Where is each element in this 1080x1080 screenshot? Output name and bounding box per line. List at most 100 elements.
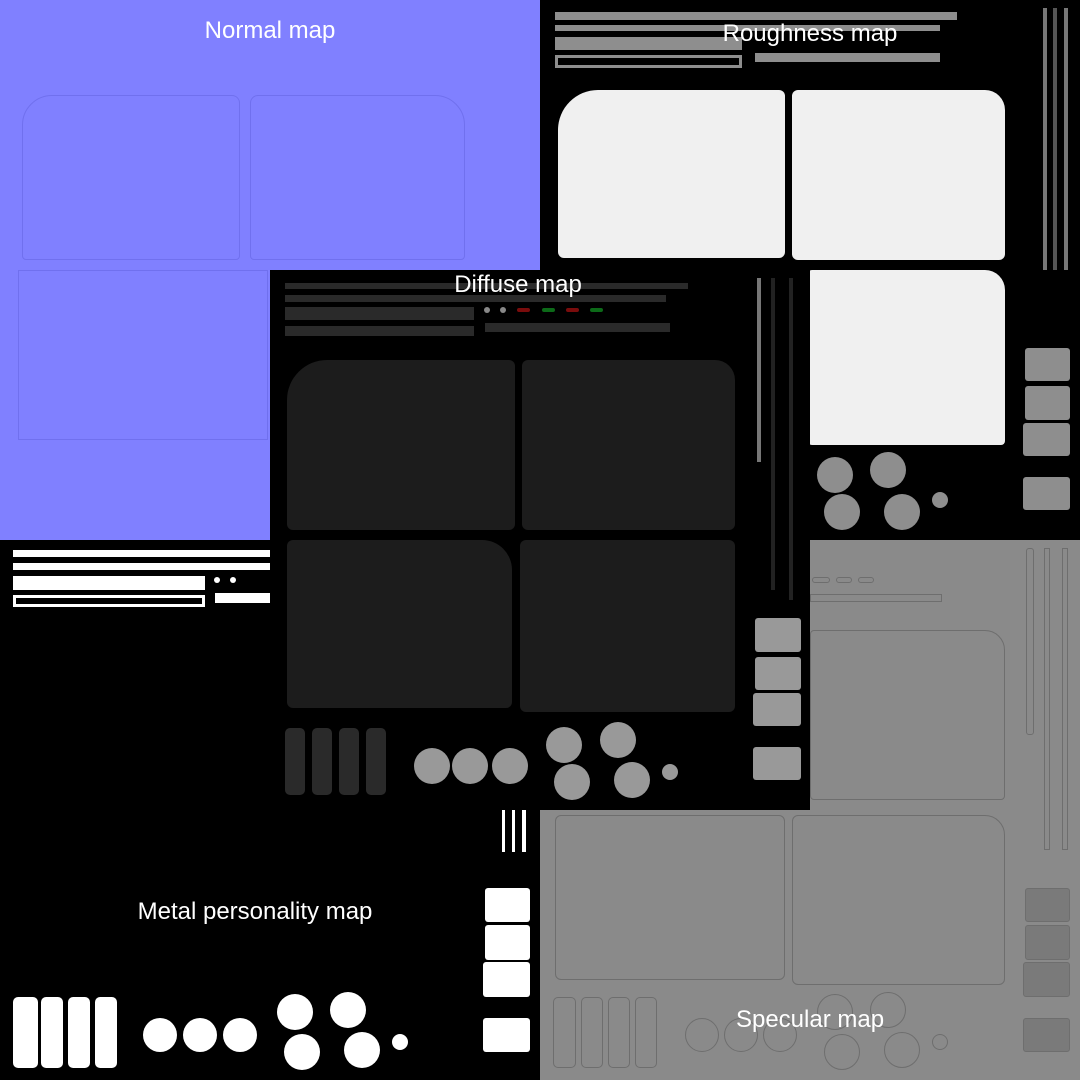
uv-circle xyxy=(183,1018,217,1052)
uv-dot xyxy=(500,307,506,313)
uv-circle xyxy=(884,494,920,530)
uv-circle xyxy=(870,992,906,1028)
uv-circle xyxy=(884,1032,920,1068)
uv-square xyxy=(483,1018,530,1052)
uv-square xyxy=(1025,386,1070,420)
uv-bar xyxy=(41,997,63,1068)
uv-panel xyxy=(18,270,268,440)
specular-map-label: Specular map xyxy=(735,1006,885,1033)
diffuse-map-tile xyxy=(270,270,810,810)
uv-line xyxy=(512,810,515,852)
red-indicator xyxy=(517,308,530,312)
uv-strip xyxy=(13,563,270,570)
uv-strip xyxy=(13,576,205,590)
uv-square xyxy=(1025,888,1070,922)
uv-circle xyxy=(870,452,906,488)
uv-bar xyxy=(13,997,38,1068)
roughness-map-tile xyxy=(540,0,1080,540)
uv-square xyxy=(755,657,801,690)
uv-strip xyxy=(755,53,940,62)
uv-slot xyxy=(858,577,874,583)
red-indicator xyxy=(566,308,579,312)
uv-square xyxy=(1023,477,1070,510)
uv-strip xyxy=(485,323,670,332)
uv-strip xyxy=(555,25,940,31)
uv-square xyxy=(1023,1018,1070,1052)
green-indicator xyxy=(590,308,603,312)
uv-square xyxy=(485,925,530,960)
uv-circle xyxy=(685,1018,719,1052)
uv-line xyxy=(1053,8,1057,270)
uv-bar xyxy=(339,728,359,795)
uv-circle xyxy=(662,764,678,780)
uv-circle xyxy=(600,722,636,758)
uv-strip xyxy=(555,12,957,20)
uv-line xyxy=(1026,548,1034,735)
uv-square xyxy=(753,747,801,780)
uv-circle xyxy=(763,1018,797,1052)
uv-square xyxy=(755,618,801,652)
uv-circle xyxy=(223,1018,257,1052)
uv-slot xyxy=(812,577,830,583)
uv-strip xyxy=(13,595,205,607)
uv-strip xyxy=(285,326,474,336)
uv-circle xyxy=(330,992,366,1028)
diffuse-map-label: Diffuse map xyxy=(454,271,582,298)
uv-strip xyxy=(285,295,666,302)
uv-line xyxy=(1064,8,1068,270)
uv-circle xyxy=(932,1034,948,1050)
uv-panel xyxy=(558,90,785,258)
uv-panel xyxy=(792,815,1005,985)
uv-circle xyxy=(277,994,313,1030)
uv-panel xyxy=(792,90,1005,260)
uv-circle xyxy=(817,457,853,493)
uv-panel xyxy=(520,540,735,712)
uv-circle xyxy=(932,492,948,508)
uv-circle xyxy=(724,1018,758,1052)
uv-line xyxy=(771,278,775,590)
uv-bar xyxy=(581,997,603,1068)
uv-circle xyxy=(554,764,590,800)
uv-panel xyxy=(22,95,240,260)
uv-circle xyxy=(284,1034,320,1070)
uv-bar xyxy=(366,728,386,795)
uv-strip xyxy=(555,37,742,50)
uv-strip xyxy=(13,550,270,557)
uv-panel xyxy=(287,540,512,708)
uv-bar xyxy=(95,997,117,1068)
uv-circle xyxy=(143,1018,177,1052)
uv-panel xyxy=(808,270,1005,445)
uv-panel xyxy=(250,95,465,260)
uv-slot xyxy=(836,577,852,583)
uv-square xyxy=(1023,423,1070,456)
uv-square xyxy=(1025,348,1070,381)
uv-circle xyxy=(824,494,860,530)
uv-line xyxy=(502,810,505,852)
uv-circle xyxy=(414,748,450,784)
uv-circle xyxy=(392,1034,408,1050)
uv-square xyxy=(1025,925,1070,960)
uv-line xyxy=(789,278,793,600)
uv-circle xyxy=(492,748,528,784)
uv-circle xyxy=(817,994,853,1030)
uv-panel xyxy=(810,630,1005,800)
uv-dot xyxy=(484,307,490,313)
uv-bar xyxy=(68,997,90,1068)
uv-circle xyxy=(824,1034,860,1070)
uv-dot xyxy=(214,577,220,583)
uv-strip xyxy=(555,55,742,68)
uv-bar xyxy=(285,728,305,795)
uv-strip xyxy=(285,307,474,320)
uv-strip xyxy=(285,283,688,289)
uv-line xyxy=(1062,548,1068,850)
green-indicator xyxy=(542,308,555,312)
uv-line xyxy=(1043,8,1047,270)
uv-panel xyxy=(555,815,785,980)
uv-circle xyxy=(546,727,582,763)
uv-circle xyxy=(614,762,650,798)
uv-square xyxy=(1023,962,1070,997)
uv-bar xyxy=(312,728,332,795)
uv-circle xyxy=(344,1032,380,1068)
uv-bar xyxy=(553,997,576,1068)
uv-square xyxy=(485,888,530,922)
